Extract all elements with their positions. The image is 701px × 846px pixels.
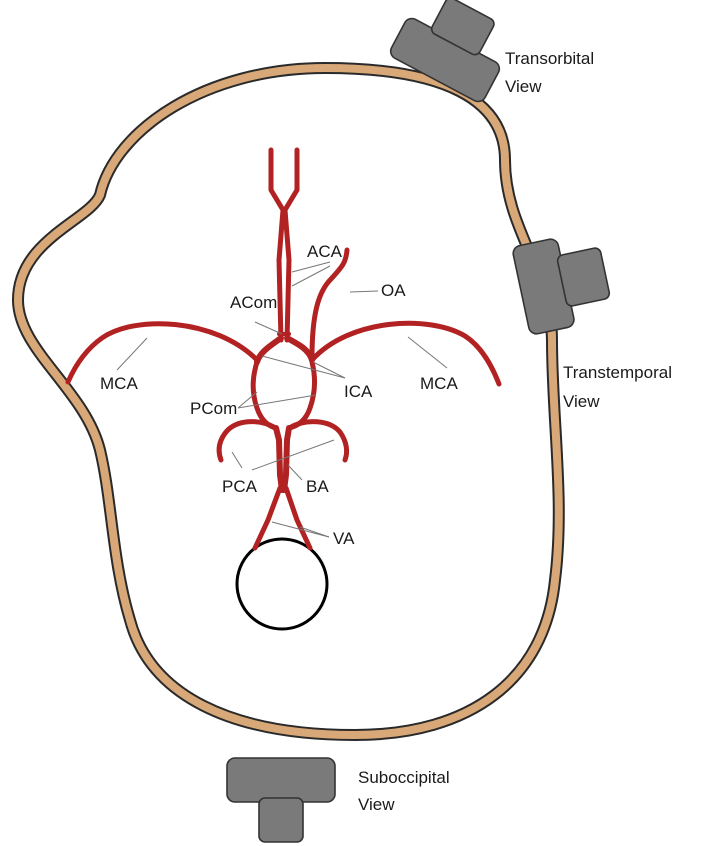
mca-left-leader: [117, 338, 147, 370]
oa-leader: [350, 291, 378, 292]
mca-left-artery: [68, 324, 257, 382]
ba-artery-right: [284, 428, 289, 490]
aca-leader-1: [292, 262, 330, 272]
pca-label: PCA: [222, 477, 258, 496]
ba-leader: [288, 465, 302, 480]
skull: [18, 68, 559, 735]
oa-label: OA: [381, 281, 406, 300]
pca-leader-2: [252, 440, 334, 470]
mca-right-artery: [312, 323, 499, 384]
foramen-magnum: [237, 539, 327, 629]
skull-outline-outer: [18, 68, 559, 735]
acom-label: ACom: [230, 293, 277, 312]
ba-label: BA: [306, 477, 329, 496]
pcom-leader-2: [238, 395, 316, 408]
suboccipital-probe-head: [227, 758, 335, 802]
ica-label: ICA: [344, 382, 373, 401]
transorbital-label-line1: Transorbital: [505, 49, 594, 68]
aca-leader-2: [292, 266, 330, 286]
pca-leader-1: [232, 452, 242, 468]
suboccipital-label-line1: Suboccipital: [358, 768, 450, 787]
pcom-label: PCom: [190, 399, 237, 418]
pcom-right-artery: [289, 362, 314, 428]
skull-bone: [18, 68, 559, 735]
aca-right-artery: [285, 150, 297, 340]
ica-left-artery: [257, 338, 281, 362]
transtemporal-probe: [512, 229, 615, 335]
va-label: VA: [333, 529, 355, 548]
ica-leader-1: [262, 356, 345, 378]
mca-right-leader: [408, 337, 447, 368]
transorbital-label-line2: View: [505, 77, 542, 96]
transtemporal-label-line1: Transtemporal: [563, 363, 672, 382]
suboccipital-label-line2: View: [358, 795, 395, 814]
arteries: [68, 150, 499, 548]
pca-left-artery: [219, 422, 276, 460]
mca-left-label: MCA: [100, 374, 138, 393]
suboccipital-probe: [227, 758, 335, 842]
mca-right-label: MCA: [420, 374, 458, 393]
acom-leader: [255, 322, 282, 334]
aca-label: ACA: [307, 242, 343, 261]
ica-right-artery: [287, 338, 312, 360]
transtemporal-label-line2: View: [563, 392, 600, 411]
transorbital-probe: [388, 0, 519, 104]
pcom-left-artery: [253, 362, 276, 428]
ica-leader-2: [313, 362, 345, 378]
suboccipital-probe-handle: [259, 798, 303, 842]
